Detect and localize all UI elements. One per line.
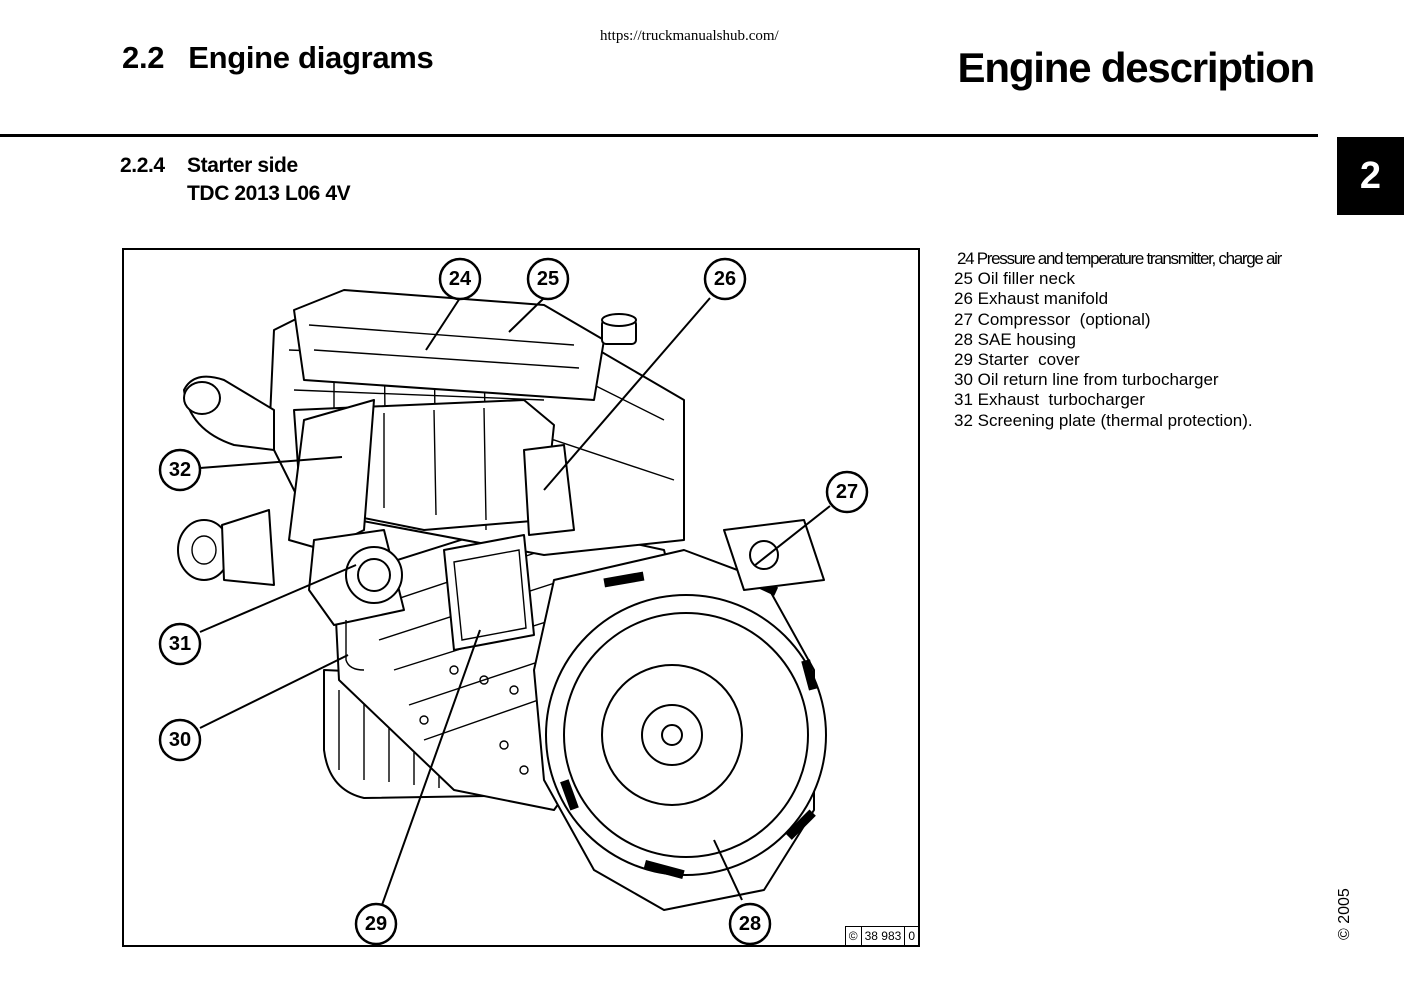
figure-code: © 38 983 0 bbox=[844, 926, 918, 945]
parts-legend: 24 Pressure and temperature transmitter,… bbox=[954, 249, 1282, 431]
chapter-title: Engine description bbox=[957, 44, 1316, 91]
legend-item: 29 Starter cover bbox=[954, 350, 1080, 370]
subsection-heading: 2.2.4 Starter side TDC 2013 L06 4V bbox=[120, 152, 351, 208]
legend-item: 26 Exhaust manifold bbox=[954, 289, 1109, 309]
callout-24: 24 bbox=[438, 257, 482, 301]
legend-item: 24 Pressure and temperature transmitter,… bbox=[957, 249, 1282, 268]
callout-26: 26 bbox=[703, 257, 747, 301]
callout-28: 28 bbox=[728, 902, 772, 945]
engine-illustration: 24 25 26 27 28 29 30 31 bbox=[158, 257, 869, 945]
copyright-note: © 2005 bbox=[1336, 888, 1353, 940]
section-heading: 2.2 Engine diagrams bbox=[122, 40, 434, 76]
svg-text:32: 32 bbox=[169, 459, 191, 481]
chapter-tab: 2 bbox=[1337, 137, 1404, 215]
header-divider bbox=[0, 134, 1318, 137]
legend-item: 27 Compressor (optional) bbox=[954, 309, 1151, 329]
subsection-title: Starter side bbox=[187, 154, 298, 177]
figure-index: 0 bbox=[904, 927, 918, 945]
legend-item: 32 Screening plate (thermal protection). bbox=[954, 410, 1253, 430]
callout-32: 32 bbox=[158, 448, 202, 492]
legend-item: 28 SAE housing bbox=[954, 329, 1076, 349]
source-url: https://truckmanualshub.com/ bbox=[600, 28, 779, 44]
svg-text:28: 28 bbox=[739, 913, 761, 935]
svg-text:24: 24 bbox=[449, 268, 472, 290]
legend-item: 25 Oil filler neck bbox=[954, 269, 1075, 289]
callout-leaders bbox=[199, 297, 831, 906]
engine-model: TDC 2013 L06 4V bbox=[187, 182, 351, 205]
callout-30: 30 bbox=[158, 718, 202, 762]
legend-item: 30 Oil return line from turbocharger bbox=[954, 370, 1219, 390]
figure-number: 38 983 bbox=[860, 927, 905, 945]
engine-figure: 24 25 26 27 28 29 30 31 bbox=[122, 248, 920, 947]
svg-text:29: 29 bbox=[365, 913, 387, 935]
svg-text:26: 26 bbox=[714, 268, 736, 290]
legend-item: 31 Exhaust turbocharger bbox=[954, 390, 1145, 410]
callout-29: 29 bbox=[354, 902, 398, 945]
figure-copyright-symbol: © bbox=[848, 929, 858, 943]
svg-text:27: 27 bbox=[836, 481, 858, 503]
section-title: Engine diagrams bbox=[188, 40, 434, 75]
engine-drawing bbox=[177, 289, 827, 911]
callout-27: 27 bbox=[825, 470, 869, 514]
callout-25: 25 bbox=[526, 257, 570, 301]
callout-31: 31 bbox=[158, 622, 202, 666]
section-number: 2.2 bbox=[122, 40, 165, 75]
svg-text:30: 30 bbox=[169, 729, 191, 751]
svg-text:31: 31 bbox=[169, 633, 191, 655]
svg-text:25: 25 bbox=[537, 268, 559, 290]
subsection-number: 2.2.4 bbox=[120, 154, 165, 177]
